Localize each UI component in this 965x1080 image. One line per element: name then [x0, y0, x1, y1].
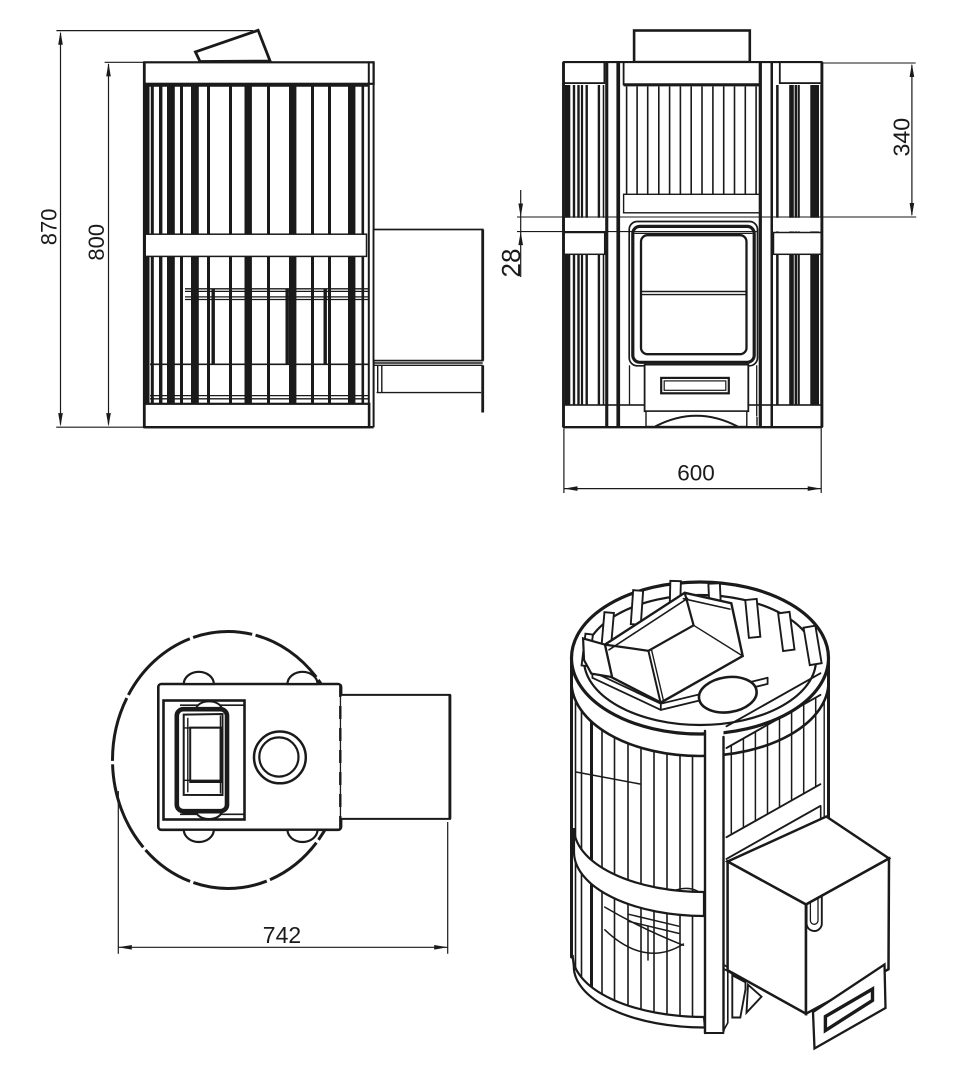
svg-text:340: 340 [889, 118, 915, 157]
svg-text:28: 28 [496, 249, 526, 278]
svg-text:600: 600 [677, 461, 715, 486]
svg-text:870: 870 [37, 208, 62, 245]
svg-text:742: 742 [263, 922, 301, 948]
svg-text:800: 800 [84, 224, 109, 261]
